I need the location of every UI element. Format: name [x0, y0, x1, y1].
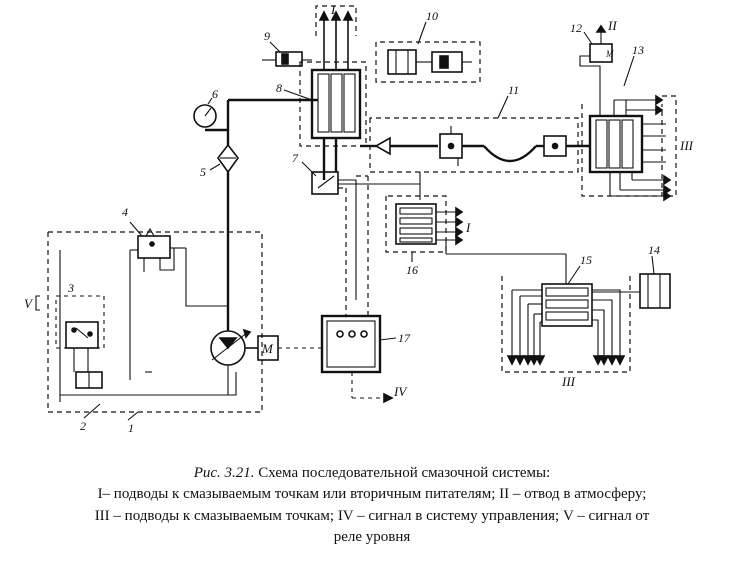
legend-item-3: III – подводы к смазываемым точкам; — [94, 508, 335, 524]
pressure-line — [193, 98, 318, 331]
figure-title: Схема последовательной смазочной системы… — [258, 465, 551, 481]
figure-label: Рис. 3.21. — [193, 465, 255, 481]
caption-legend-line-2: III – подводы к смазываемым точкам; IV –… — [0, 506, 744, 526]
label-outlets-right: III — [679, 138, 694, 153]
svg-text:M: M — [261, 341, 274, 356]
distributor-15 — [501, 276, 640, 373]
label-5: 5 — [200, 165, 206, 179]
tank-frame — [47, 231, 263, 413]
label-1: 1 — [128, 421, 134, 435]
caption-legend-line-1: I– подводы к смазываемым точкам или втор… — [0, 484, 744, 504]
caption-title-line: Рис. 3.21. Схема последовательной смазоч… — [0, 463, 744, 483]
label-12: 12 — [570, 21, 582, 35]
label-14: 14 — [648, 243, 660, 257]
indicator-14 — [639, 273, 671, 309]
distributor-16 — [385, 195, 464, 253]
indicator-9 — [262, 51, 312, 67]
label-6: 6 — [212, 87, 218, 101]
component-numbers: 1 2 3 4 5 6 7 8 9 10 11 12 13 14 15 16 1… — [67, 9, 660, 435]
block-10 — [375, 41, 481, 83]
line-11 — [360, 117, 590, 173]
label-16: 16 — [406, 263, 418, 277]
label-4: 4 — [122, 205, 128, 219]
label-10: 10 — [426, 9, 438, 23]
label-15: 15 — [580, 253, 592, 267]
pump — [210, 328, 258, 395]
label-outlets-top: I — [330, 2, 336, 17]
legend-item-2: II – отвод в атмосферу; — [499, 486, 647, 502]
label-3: 3 — [67, 281, 74, 295]
caption-legend-line-3: реле уровня — [0, 527, 744, 547]
line-to-15 — [445, 242, 567, 284]
label-outlets-bottom: III — [561, 374, 576, 389]
control-unit-17 — [278, 314, 394, 404]
label-vent: II — [607, 18, 617, 33]
svg-text:M: M — [605, 49, 614, 59]
pressure-valve — [129, 227, 228, 380]
legend-item-5: V – сигнал от — [562, 508, 650, 524]
legend-item-4: IV – сигнал в систему управления; — [337, 508, 560, 524]
label-outlets-mid: I — [465, 220, 471, 235]
legend-item-6: реле уровня — [333, 529, 411, 545]
label-13: 13 — [632, 43, 644, 57]
lubrication-system-schematic: M — [24, 2, 694, 435]
level-relay — [35, 295, 105, 389]
label-8: 8 — [276, 81, 282, 95]
label-level-relay: V — [24, 296, 34, 311]
label-signal: IV — [393, 384, 408, 399]
distributor-8 — [299, 5, 367, 180]
label-17: 17 — [398, 331, 411, 345]
valve-7 — [311, 171, 421, 316]
label-2: 2 — [80, 419, 86, 433]
roman-labels: I I II III III IV V — [24, 2, 694, 399]
distributor-13 — [581, 88, 677, 202]
leader-lines — [83, 21, 655, 421]
label-9: 9 — [264, 29, 270, 43]
label-7: 7 — [292, 151, 299, 165]
legend-item-1: I– подводы к смазываемым точкам или втор… — [97, 486, 496, 502]
vent-valve-12: M — [579, 24, 614, 88]
motor: M — [257, 335, 279, 361]
label-11: 11 — [508, 83, 519, 97]
